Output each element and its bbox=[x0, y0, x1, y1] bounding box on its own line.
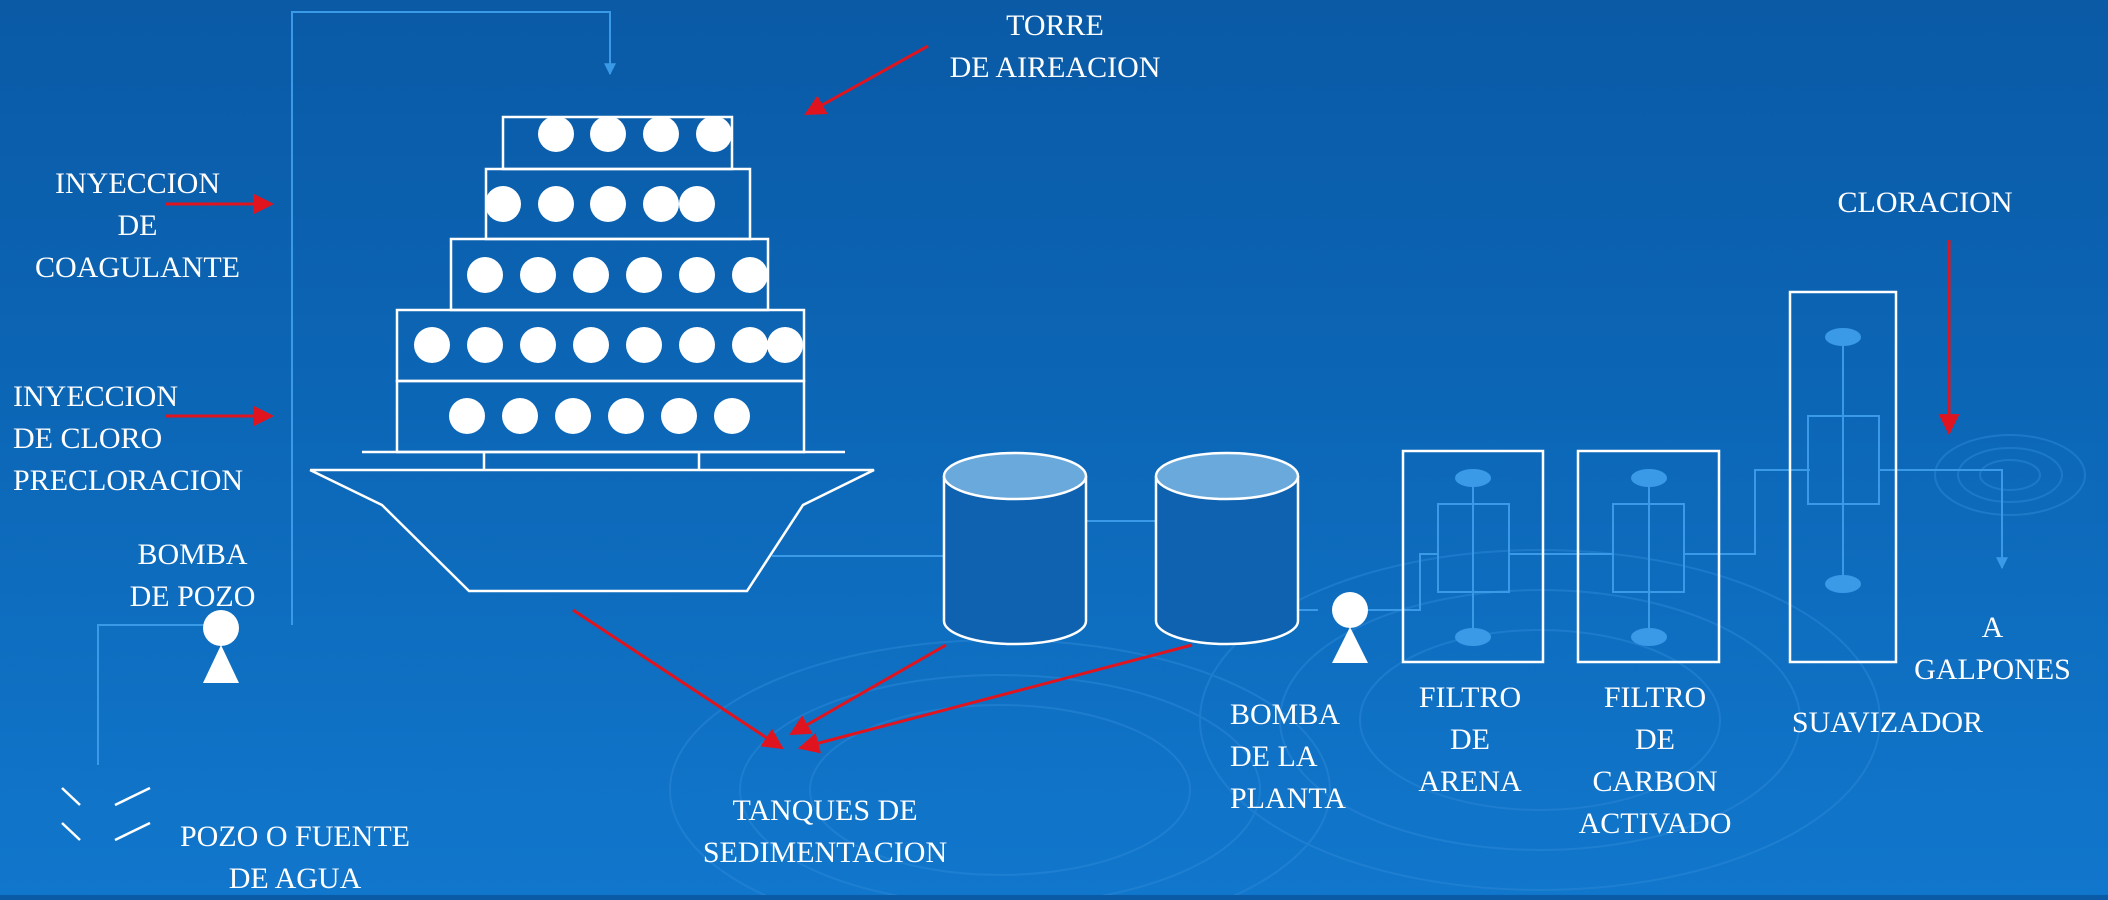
carbon-filter bbox=[1576, 449, 1721, 664]
plant-pump-icon bbox=[1332, 592, 1368, 663]
sand-filter bbox=[1401, 449, 1545, 664]
well-pump-icon bbox=[203, 610, 239, 683]
sedimentation-tank-2 bbox=[1154, 451, 1300, 646]
label-torre-aireacion: TORRE DE AIREACION bbox=[949, 9, 1161, 84]
pipe-well-to-pump bbox=[97, 624, 205, 765]
label-pozo-fuente: POZO O FUENTE DE AGUA bbox=[180, 820, 410, 895]
pipe-pump-to-tower bbox=[291, 11, 616, 625]
label-tanques-sedimentacion: TANQUES DE SEDIMENTACION bbox=[702, 794, 948, 869]
pointer-arrows bbox=[166, 44, 1960, 754]
sedimentation-tank-1 bbox=[942, 451, 1088, 646]
arrow-tank1-to-tanks bbox=[789, 643, 947, 736]
label-inyeccion-precloracion: INYECCION DE CLORO PRECLORACION bbox=[13, 380, 244, 497]
water-softener bbox=[1788, 290, 1898, 664]
label-inyeccion-coagulante: INYECCION DE COAGULANTE bbox=[35, 167, 240, 284]
label-cloracion: CLORACION bbox=[1837, 186, 2013, 219]
pipes bbox=[97, 11, 2008, 765]
aeration-balls bbox=[414, 116, 803, 434]
label-a-galpones: A GALPONES bbox=[1914, 611, 2071, 686]
well-icon bbox=[61, 786, 151, 842]
label-suavizador: SUAVIZADOR bbox=[1791, 706, 1984, 739]
arrow-tower-to-tanks bbox=[572, 608, 784, 750]
aeration-tower bbox=[309, 115, 875, 593]
pipe-pump-to-sand bbox=[1366, 553, 1438, 611]
pipe-softener-out bbox=[1879, 469, 2008, 570]
label-filtro-carbon: FILTRO DE CARBON ACTIVADO bbox=[1578, 681, 1732, 840]
label-bomba-planta: BOMBA DE LA PLANTA bbox=[1230, 698, 1346, 815]
label-filtro-arena: FILTRO DE ARENA bbox=[1418, 681, 1522, 798]
arrow-to-tower bbox=[804, 44, 929, 116]
arrow-tank2-to-tanks bbox=[797, 643, 1193, 754]
label-bomba-pozo: BOMBA DE POZO bbox=[129, 538, 256, 613]
